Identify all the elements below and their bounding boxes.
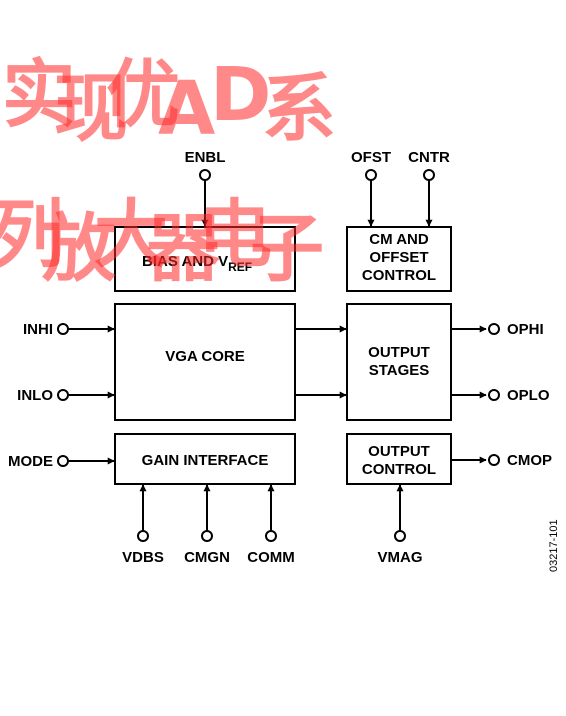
pin-label-ophi: OPHI	[507, 321, 544, 338]
cm-offset-label-line-1: CM AND	[369, 231, 429, 248]
watermark-char: 大	[94, 192, 168, 278]
pin-label-cmgn: CMGN	[184, 549, 230, 566]
output-control-block	[346, 433, 452, 485]
watermark-char: 电	[198, 192, 272, 278]
pin-inlo	[57, 389, 69, 401]
watermark-char: 实	[2, 52, 76, 138]
watermark-char: 器	[146, 206, 221, 292]
cm-offset-label-line-2: OFFSET	[369, 249, 428, 266]
pin-label-cntr: CNTR	[408, 149, 450, 166]
bias-block	[114, 226, 296, 292]
watermark-char: 现	[54, 66, 128, 152]
pin-oplo	[488, 389, 500, 401]
cm-offset-label-line-3: CONTROL	[362, 267, 436, 284]
pin-label-enbl: ENBL	[185, 149, 226, 166]
watermark-char: 列	[0, 192, 64, 278]
pin-cmgn	[201, 530, 213, 542]
pin-vmag	[394, 530, 406, 542]
pin-label-cmop: CMOP	[507, 452, 552, 469]
pin-label-mode: MODE	[8, 453, 53, 470]
output-stages-block	[346, 303, 452, 421]
pin-vdbs	[137, 530, 149, 542]
watermark-char: D	[210, 52, 271, 138]
vga-core-label: VGA CORE	[165, 348, 244, 365]
pin-label-oplo: OPLO	[507, 387, 550, 404]
watermark-char: 系	[262, 66, 336, 152]
pin-label-vdbs: VDBS	[122, 549, 164, 566]
output-control-label-line-2: CONTROL	[362, 461, 436, 478]
gain-interface-label: GAIN INTERFACE	[142, 452, 269, 469]
pin-label-inlo: INLO	[17, 387, 53, 404]
watermark-char: 放	[42, 206, 116, 292]
cm-offset-control-block	[346, 226, 452, 292]
pin-cmop	[488, 454, 500, 466]
output-stages-label-line-2: STAGES	[369, 362, 430, 379]
vga-core-block	[114, 303, 296, 421]
figure-id: 03217-101	[548, 519, 560, 572]
output-stages-label-line-1: OUTPUT	[368, 344, 430, 361]
watermark-char: 优	[106, 52, 180, 138]
pin-label-ofst: OFST	[351, 149, 391, 166]
pin-comm	[265, 530, 277, 542]
pin-label-vmag: VMAG	[378, 549, 423, 566]
gain-interface-block	[114, 433, 296, 485]
watermark-char: A	[158, 66, 215, 152]
watermark-char: 子	[250, 206, 324, 292]
pin-ofst	[365, 169, 377, 181]
bias-block-label: BIAS AND VREF	[142, 253, 252, 274]
pin-ophi	[488, 323, 500, 335]
pin-inhi	[57, 323, 69, 335]
pin-cntr	[423, 169, 435, 181]
pin-label-inhi: INHI	[23, 321, 53, 338]
output-control-label-line-1: OUTPUT	[368, 443, 430, 460]
pin-label-comm: COMM	[247, 549, 295, 566]
pin-mode	[57, 455, 69, 467]
pin-enbl	[199, 169, 211, 181]
